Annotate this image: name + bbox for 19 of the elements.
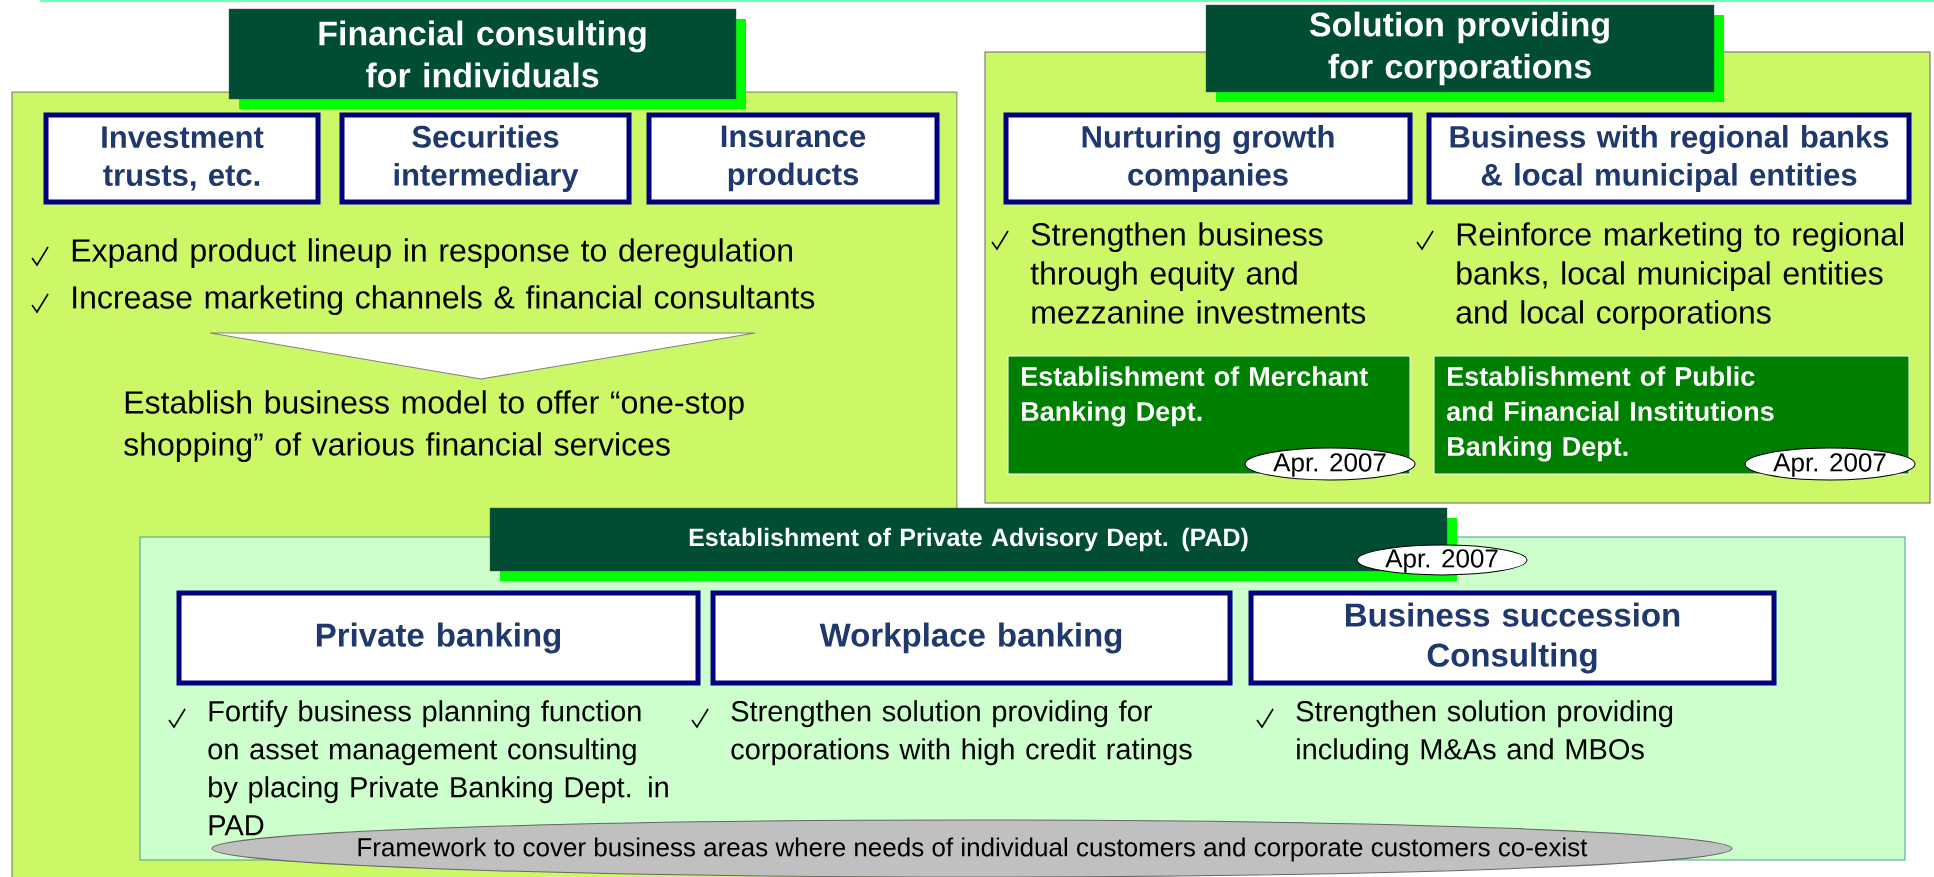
category-box: Investment trusts, etc. <box>43 112 321 205</box>
category-box: Workplace banking <box>710 590 1233 686</box>
bullet-text: Reinforce marketing to regional banks, local municipal entities and local corporations <box>1456 222 1903 330</box>
heading-banner: Solution providing for corporations <box>1205 4 1724 102</box>
date-oval: Apr. 2007 <box>1744 447 1916 481</box>
category-box: Nurturing growth companies <box>1003 112 1413 205</box>
category-box: Business with regional banks & local municipal entities <box>1426 112 1912 205</box>
bullet-text: Expand product lineup in response to deregulation <box>72 238 792 268</box>
bullet-text: Strengthen solution providing for corporations with high credit ratings <box>731 700 1192 766</box>
summary-text: Establish business model to offer “one-stop shopping” of various financial services <box>124 390 744 462</box>
bullet-text: Strengthen business through equity and mezzanine investments <box>1030 222 1366 324</box>
category-box: Business succession Consulting <box>1248 590 1777 686</box>
heading-banner: Financial consulting for individuals <box>228 8 746 109</box>
category-box: Insurance products <box>646 112 940 205</box>
date-oval: Apr. 2007 <box>1244 447 1416 481</box>
bullet-text: Strengthen solution providing including M&As and MBOs <box>1296 700 1673 766</box>
category-box: Securities intermediary <box>339 112 632 205</box>
category-box: Private banking <box>176 590 701 686</box>
bullet-text: Increase marketing channels & financial consultants <box>73 285 815 315</box>
